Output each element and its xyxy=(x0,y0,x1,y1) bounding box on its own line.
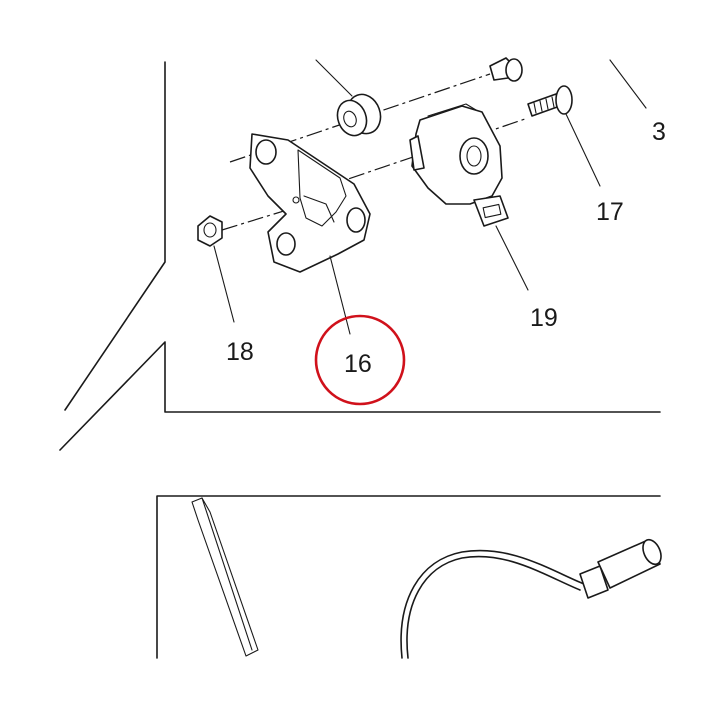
part-3-leader: 3 xyxy=(609,59,666,146)
highlight-circle xyxy=(314,314,406,406)
upper-bolt xyxy=(489,57,523,82)
label-part-16: 16 xyxy=(344,350,372,378)
sensor-part-19: 19 xyxy=(409,103,558,332)
label-part-3: 3 xyxy=(652,118,666,146)
lower-panel xyxy=(156,495,661,659)
upper-panel-frame xyxy=(59,61,661,451)
screw-part-17: 17 xyxy=(527,85,624,226)
label-part-17: 17 xyxy=(596,198,624,226)
grommet xyxy=(315,59,382,137)
label-part-18: 18 xyxy=(226,338,254,366)
sensor-cable xyxy=(400,538,662,659)
label-part-19: 19 xyxy=(530,304,558,332)
bracket-part-16: 16 xyxy=(249,133,372,378)
nut-part-18: 18 xyxy=(197,215,254,366)
